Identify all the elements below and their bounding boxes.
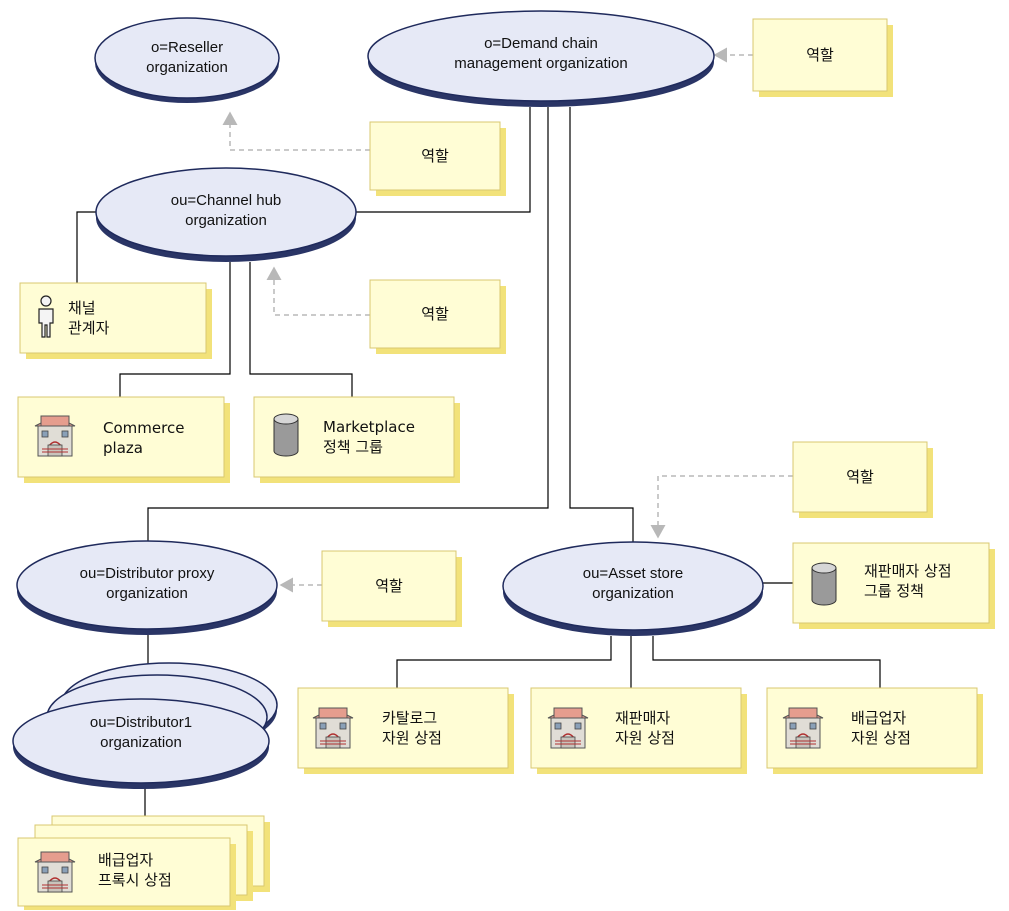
channel-hub-org-label: ou=Channel hub organization bbox=[96, 191, 356, 231]
marketplace-label: Marketplace 정책 그룹 bbox=[323, 417, 415, 457]
role-box-assetstore bbox=[792, 441, 933, 518]
database-icon bbox=[273, 413, 299, 457]
asset-store-org-label: ou=Asset store organization bbox=[503, 564, 763, 604]
channel-hub-org-line1: ou=Channel hub bbox=[170, 192, 282, 209]
role-label-reseller: 역할 bbox=[421, 147, 449, 165]
ellipse-distributor1 bbox=[12, 698, 270, 784]
commerce-plaza-label: Commerce plaza bbox=[103, 418, 184, 458]
marketplace-line1: Marketplace bbox=[323, 418, 415, 436]
distributor-store-line1: 배급업자 bbox=[851, 709, 907, 727]
store-icon bbox=[312, 707, 354, 749]
ellipses bbox=[12, 10, 764, 789]
role-arrow-channelhub bbox=[266, 266, 370, 316]
catalog-store-line2: 자원 상점 bbox=[382, 729, 442, 747]
role-box-reseller bbox=[369, 121, 506, 196]
box-distributor-proxy-store-stack bbox=[17, 815, 270, 910]
ellipse-asset-store bbox=[502, 541, 764, 631]
box-marketplace bbox=[253, 396, 460, 483]
ellipse-distributor-proxy bbox=[16, 540, 278, 630]
ellipse-channel-hub bbox=[95, 167, 357, 257]
distributor-proxy-store-line1: 배급업자 bbox=[98, 851, 154, 869]
catalog-store-line1: 카탈로그 bbox=[382, 709, 438, 727]
reseller-policy-label: 재판매자 상점 그룹 정책 bbox=[864, 561, 952, 601]
connector-demand-channelhub bbox=[355, 107, 531, 213]
box-channel-manager bbox=[19, 282, 212, 359]
distributor-store-line2: 자원 상점 bbox=[851, 729, 911, 747]
distributor-proxy-store-line2: 프록시 상점 bbox=[98, 871, 172, 889]
distributor-store-label: 배급업자 자원 상점 bbox=[851, 708, 911, 748]
role-box-demand bbox=[752, 18, 893, 97]
connector-channelhub-marketplace bbox=[249, 262, 353, 398]
distributor-proxy-store-label: 배급업자 프록시 상점 bbox=[98, 850, 172, 890]
connector-channelhub-commerce bbox=[119, 262, 231, 398]
reseller-org-line2: organization bbox=[146, 59, 228, 76]
commerce-plaza-line1: Commerce bbox=[103, 419, 185, 437]
demand-chain-org-label: o=Demand chain management organization bbox=[368, 34, 714, 74]
distributor-proxy-org-label: ou=Distributor proxy organization bbox=[17, 564, 277, 604]
demand-chain-org-line2: management organization bbox=[454, 55, 628, 72]
catalog-store-label: 카탈로그 자원 상점 bbox=[382, 708, 442, 748]
asset-store-org-line1: ou=Asset store bbox=[582, 565, 684, 582]
role-label-distproxy: 역할 bbox=[375, 577, 403, 595]
reseller-policy-line1: 재판매자 상점 bbox=[864, 562, 952, 580]
role-label-channelhub: 역할 bbox=[421, 305, 449, 323]
role-arrows bbox=[222, 47, 793, 593]
connector-demand-assetstore bbox=[569, 107, 634, 548]
connector-asset-catalog bbox=[396, 636, 612, 688]
distributor1-org-line1: ou=Distributor1 bbox=[89, 714, 193, 731]
connector-channelhub-manager bbox=[76, 211, 97, 285]
channel-manager-line1: 채널 bbox=[68, 299, 96, 317]
role-arrow-reseller bbox=[222, 111, 370, 151]
distributor1-org-label: ou=Distributor1 organization bbox=[13, 713, 269, 753]
channel-hub-org-line2: organization bbox=[185, 212, 267, 229]
ellipse-reseller bbox=[94, 17, 280, 99]
store-icon bbox=[547, 707, 589, 749]
connectors bbox=[76, 107, 881, 840]
connector-demand-distproxy bbox=[147, 107, 549, 547]
distributor1-org-line2: organization bbox=[100, 734, 182, 751]
role-box-channelhub bbox=[369, 279, 506, 354]
channel-manager-line2: 관계자 bbox=[68, 319, 110, 337]
role-label-demand: 역할 bbox=[806, 46, 834, 64]
box-distributor-store bbox=[766, 687, 983, 774]
marketplace-line2: 정책 그룹 bbox=[323, 438, 383, 456]
role-box-distproxy bbox=[321, 550, 462, 627]
connector-asset-distributor bbox=[652, 636, 881, 688]
store-icon bbox=[34, 415, 76, 457]
distributor-proxy-org-line1: ou=Distributor proxy bbox=[79, 565, 215, 582]
role-arrow-assetstore bbox=[650, 475, 793, 539]
role-label-assetstore: 역할 bbox=[846, 468, 874, 486]
demand-chain-org-line1: o=Demand chain bbox=[484, 35, 598, 52]
reseller-policy-line2: 그룹 정책 bbox=[864, 582, 924, 600]
store-icon bbox=[782, 707, 824, 749]
asset-store-org-line2: organization bbox=[592, 585, 674, 602]
channel-manager-label: 채널 관계자 bbox=[68, 298, 109, 338]
reseller-store-line2: 자원 상점 bbox=[615, 729, 675, 747]
reseller-store-label: 재판매자 자원 상점 bbox=[615, 708, 675, 748]
ellipse-demand-chain bbox=[367, 10, 715, 102]
reseller-org-line1: o=Reseller bbox=[150, 39, 224, 56]
distributor-proxy-org-line2: organization bbox=[106, 585, 188, 602]
commerce-plaza-line2: plaza bbox=[103, 439, 143, 457]
reseller-store-line1: 재판매자 bbox=[615, 709, 671, 727]
box-reseller-store bbox=[530, 687, 747, 774]
reseller-org-label: o=Reseller organization bbox=[95, 38, 279, 78]
database-icon bbox=[811, 562, 837, 606]
store-icon bbox=[34, 851, 76, 893]
